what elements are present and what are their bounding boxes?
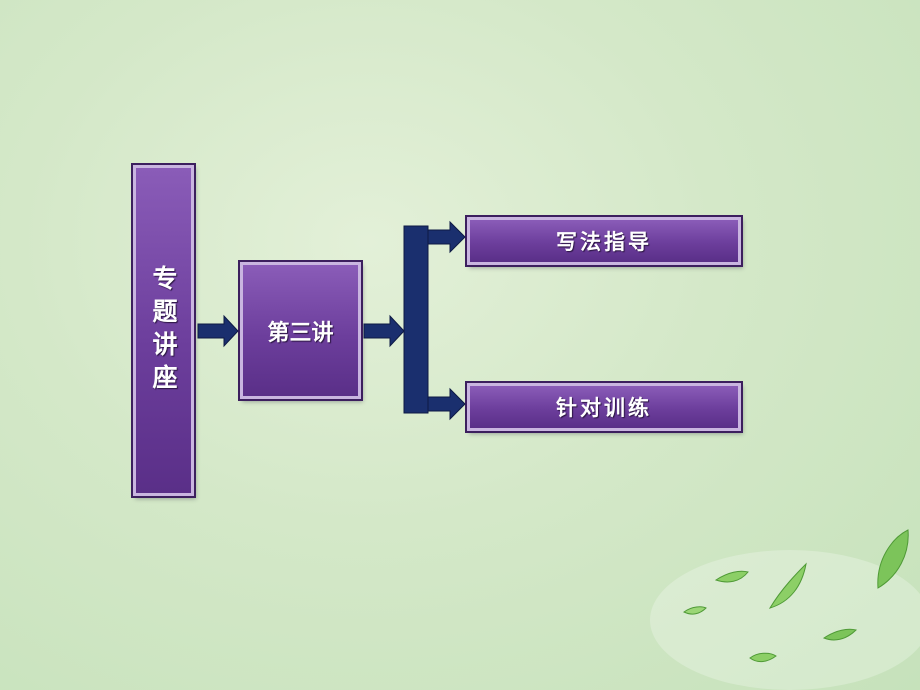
branch-label-practice: 针对训练 <box>556 396 652 420</box>
bracket-bar <box>403 225 429 414</box>
arrow-lecture-to-bracket <box>363 314 405 348</box>
branch-box-guide: 写法指导 <box>465 215 743 267</box>
leaf-icon <box>822 628 857 641</box>
leaf-icon <box>749 652 777 663</box>
leaf-glow <box>650 550 920 690</box>
decorative-leaves <box>650 529 920 690</box>
arrow-to-guide <box>427 220 466 254</box>
arrow-to-practice <box>427 387 466 421</box>
topic-label: 专题讲座 <box>149 264 178 397</box>
branch-label-guide: 写法指导 <box>556 230 652 254</box>
leaf-icon <box>768 562 807 609</box>
leaf-icon <box>683 606 707 615</box>
leaf-icon <box>877 529 909 589</box>
leaf-icon <box>714 570 749 583</box>
topic-box: 专题讲座 <box>131 163 196 498</box>
branch-box-practice: 针对训练 <box>465 381 743 433</box>
lecture-label: 第三讲 <box>267 320 334 346</box>
lecture-box: 第三讲 <box>238 260 363 401</box>
arrow-topic-to-lecture <box>197 314 239 348</box>
